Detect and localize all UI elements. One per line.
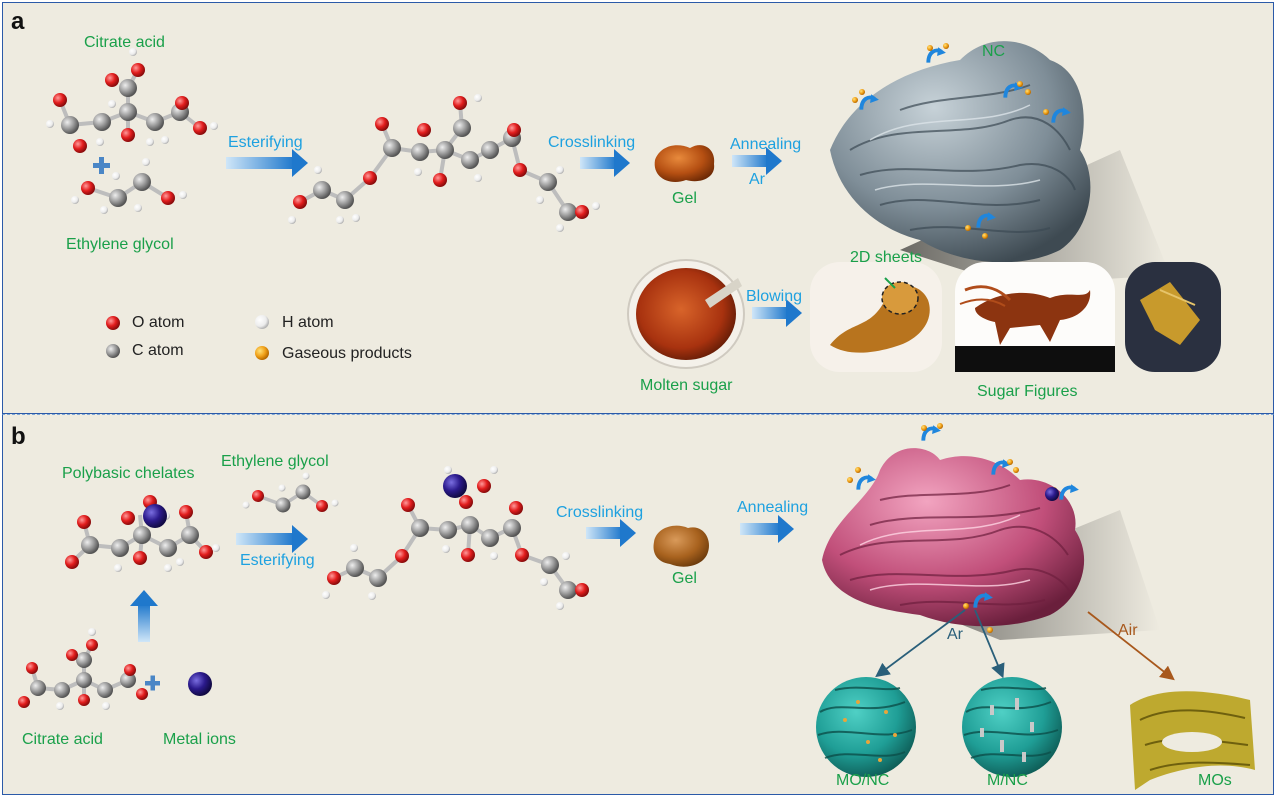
- citrate-acid-molecule-a: [46, 48, 218, 153]
- chelate-ester-molecule-b: [322, 466, 589, 610]
- gel-blob-a: [654, 145, 715, 182]
- ethylene-glycol-molecule-a: [71, 158, 187, 214]
- citrate-acid-label-b: Citrate acid: [22, 731, 103, 748]
- legend-c-atom: C atom: [132, 342, 184, 359]
- sugar-figure-photo-3: [1125, 262, 1221, 372]
- ar-label-a: Ar: [749, 171, 765, 188]
- arrow-crosslinking-b: [586, 519, 636, 547]
- mo-nc-label: MO/NC: [836, 772, 890, 789]
- 2d-sheets-label: 2D sheets: [850, 249, 923, 266]
- arrow-ar-m-nc: [974, 609, 1005, 679]
- legend-h-atom: H atom: [282, 314, 334, 331]
- metal-ion: [188, 672, 212, 696]
- ethylene-glycol-label-b: Ethylene glycol: [221, 453, 329, 470]
- sugar-figure-photo-1: [810, 262, 942, 372]
- citrate-acid-molecule-b: [18, 628, 148, 710]
- legend-o-atom: O atom: [132, 314, 185, 331]
- arrow-blowing: [752, 299, 802, 327]
- atom-legend: [106, 315, 269, 360]
- arrow-esterifying-a: [226, 149, 308, 177]
- crosslinking-label-b: Crosslinking: [556, 504, 644, 521]
- sugar-figure-photo-2: [955, 262, 1115, 372]
- blowing-label: Blowing: [746, 288, 803, 305]
- molten-sugar-bowl: [627, 259, 745, 369]
- panel-a-label: a: [11, 8, 25, 35]
- m-nc-label: M/NC: [987, 772, 1028, 789]
- gel-blob-b: [653, 525, 710, 567]
- esterifying-label-b: Esterifying: [240, 552, 315, 569]
- legend-gaseous-products: Gaseous products: [282, 345, 412, 362]
- ar-label-b: Ar: [947, 626, 963, 643]
- ester-molecule-a: [288, 94, 600, 232]
- polybasic-chelate-molecule: [65, 495, 220, 572]
- ethylene-glycol-label-a: Ethylene glycol: [66, 236, 174, 253]
- plus-sign-b: [145, 675, 160, 691]
- metal-ions-label: Metal ions: [163, 731, 236, 748]
- gel-label-b: Gel: [672, 570, 697, 587]
- arrow-esterifying-b: [236, 525, 308, 553]
- mos-label: MOs: [1198, 772, 1232, 789]
- air-label: Air: [1118, 622, 1138, 639]
- sugar-figures-label: Sugar Figures: [977, 383, 1078, 400]
- annealing-label-a: Annealing: [730, 136, 802, 153]
- arrow-up-chelation: [130, 590, 158, 642]
- nc-structure: [830, 41, 1170, 285]
- mo-nc-sphere: [816, 677, 916, 777]
- annealing-label-b: Annealing: [737, 499, 809, 516]
- crosslinking-label-a: Crosslinking: [548, 134, 636, 151]
- panel-b-label: b: [11, 423, 26, 450]
- metal-nc-structure: [822, 423, 1160, 640]
- mos-framework: [1130, 691, 1255, 790]
- polybasic-chelates-label: Polybasic chelates: [62, 465, 195, 482]
- nc-label: NC: [982, 43, 1006, 60]
- ethylene-glycol-molecule-b: [242, 472, 339, 513]
- gel-label-a: Gel: [672, 190, 697, 207]
- arrow-air-mos: [1087, 611, 1175, 681]
- molten-sugar-label: Molten sugar: [640, 377, 733, 394]
- arrow-ar-mo-nc: [875, 609, 966, 678]
- arrow-crosslinking-a: [580, 149, 630, 177]
- arrow-annealing-b: [740, 515, 794, 543]
- plus-sign-a: [93, 157, 110, 174]
- m-nc-sphere: [962, 677, 1062, 777]
- arrow-annealing-a: [732, 147, 782, 175]
- esterifying-label-a: Esterifying: [228, 134, 303, 151]
- citrate-acid-label-a: Citrate acid: [84, 34, 165, 51]
